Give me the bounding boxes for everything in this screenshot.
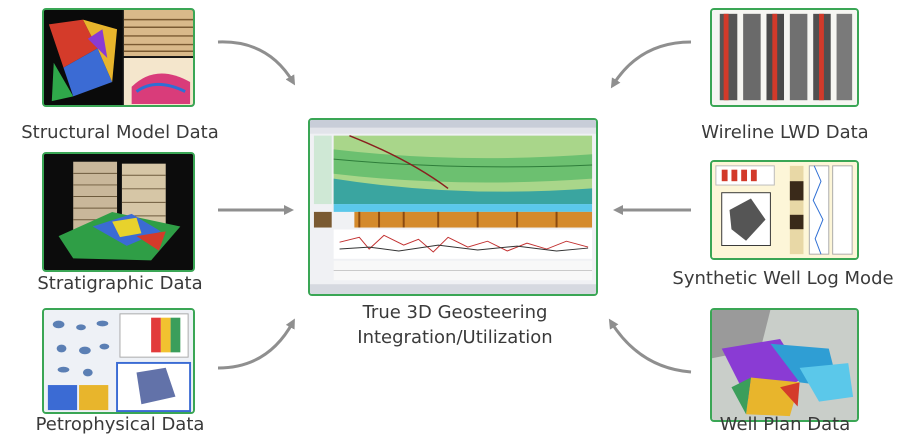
arrow-wireline [610, 40, 692, 89]
center-caption-line2: Integration/Utilization [357, 327, 553, 348]
arrow-petrophysical [217, 318, 295, 370]
geosteering-screenshot [308, 118, 598, 296]
synthetic-well-log-label: Synthetic Well Log Mode [672, 268, 894, 289]
wireline-lwd-label: Wireline LWD Data [701, 122, 869, 143]
arrow-structural [217, 40, 296, 86]
center-caption: True 3D Geosteering Integration/Utilizat… [300, 300, 610, 350]
structural-model-thumbnail [42, 8, 195, 107]
center-caption-line1: True 3D Geosteering [362, 302, 548, 323]
petrophysical-label: Petrophysical Data [35, 414, 205, 435]
well-plan-thumbnail [710, 308, 859, 422]
structural-model-label: Structural Model Data [21, 122, 219, 143]
stratigraphic-label: Stratigraphic Data [37, 273, 203, 294]
well-plan-label: Well Plan Data [719, 414, 851, 435]
wireline-lwd-thumbnail [710, 8, 859, 107]
arrow-wellplan [608, 318, 692, 374]
petrophysical-thumbnail [42, 308, 195, 414]
stratigraphic-thumbnail [42, 152, 195, 272]
synthetic-well-log-thumbnail [710, 160, 859, 260]
